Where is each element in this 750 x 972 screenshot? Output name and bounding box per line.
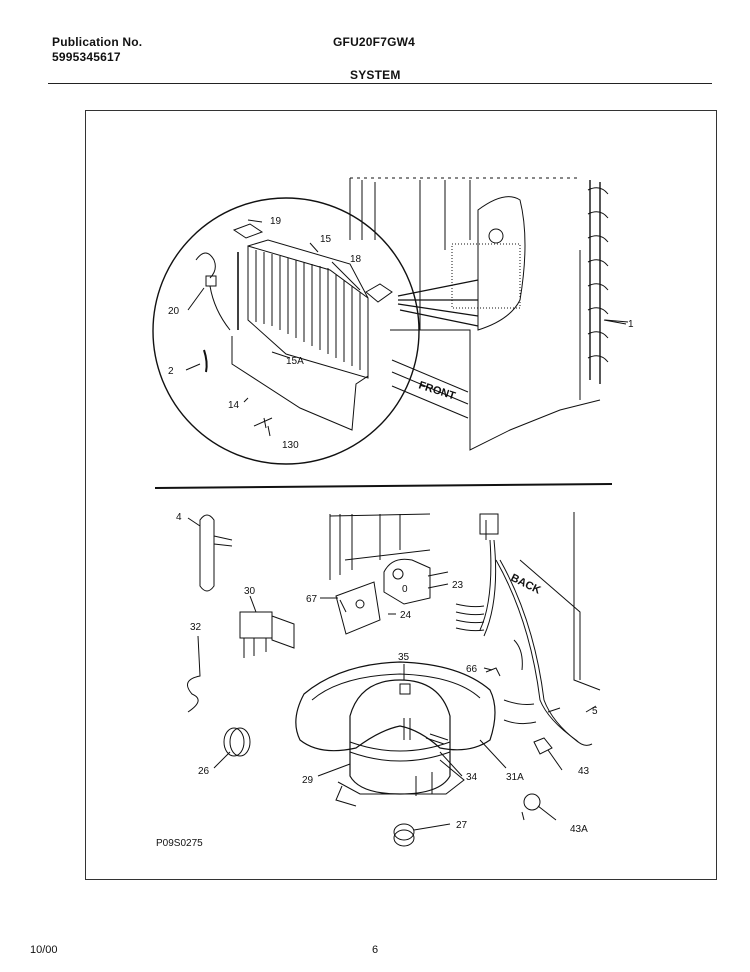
- callout-1: 1: [628, 319, 634, 330]
- callout-5: 5: [592, 706, 598, 717]
- callout-130: 130: [282, 440, 299, 451]
- figure-code: P09S0275: [156, 838, 203, 849]
- callout-4: 4: [176, 512, 182, 523]
- callout-2: 2: [168, 366, 174, 377]
- section-title: SYSTEM: [350, 68, 401, 82]
- callout-15: 15: [320, 234, 332, 245]
- callout-26: 26: [198, 766, 210, 777]
- callout-15a: 15A: [286, 356, 304, 367]
- page-number: 6: [372, 944, 379, 956]
- callout-27: 27: [456, 820, 468, 831]
- callout-35: 35: [398, 652, 410, 663]
- callout-29: 29: [302, 775, 314, 786]
- diagram-frame: [85, 110, 717, 880]
- callout-43: 43: [578, 766, 590, 777]
- compressor-section: [187, 512, 601, 847]
- callout-34: 34: [466, 772, 478, 783]
- callout-18: 18: [350, 254, 362, 265]
- cabinet-illustration: [349, 177, 629, 451]
- callout-20: 20: [168, 306, 180, 317]
- detail-inset-circle: [152, 197, 420, 465]
- section-divider: [154, 483, 613, 489]
- callout-32: 32: [190, 622, 202, 633]
- callout-43a: 43A: [570, 824, 588, 835]
- footer-date: 10/00: [30, 944, 58, 956]
- header-rule: [48, 83, 712, 84]
- evaporator-inset: [185, 219, 627, 437]
- callout-23: 23: [452, 580, 464, 591]
- callout-19: 19: [270, 216, 282, 227]
- callout-14: 14: [228, 400, 240, 411]
- callout-66: 66: [466, 664, 478, 675]
- publication-number: 5995345617: [52, 50, 121, 64]
- callout-67: 67: [306, 594, 318, 605]
- callout-31a: 31A: [506, 772, 524, 783]
- publication-label: Publication No.: [52, 35, 143, 49]
- callout-0: 0: [402, 584, 408, 595]
- callout-30: 30: [244, 586, 256, 597]
- model-number: GFU20F7GW4: [333, 35, 416, 49]
- callout-24: 24: [400, 610, 412, 621]
